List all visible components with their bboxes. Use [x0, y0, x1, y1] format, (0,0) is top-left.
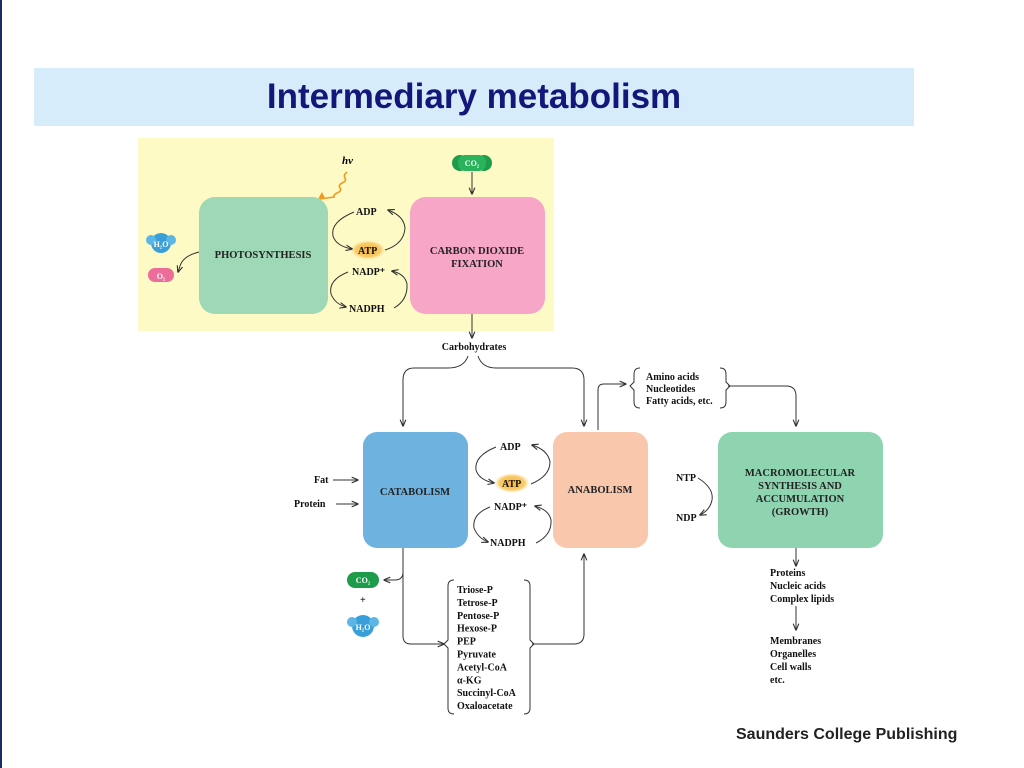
left-edge-rule [0, 0, 2, 768]
photosynthesis-label: PHOTOSYNTHESIS [215, 250, 312, 261]
catabolism-label: CATABOLISM [380, 487, 450, 498]
atp-middle-glow [494, 473, 530, 493]
o2-label: O₂ [157, 272, 166, 281]
anabolism-label: ANABOLISM [568, 485, 633, 496]
structure-item-3: etc. [770, 675, 785, 686]
publisher-credit: Saunders College Publishing [736, 726, 958, 743]
atp-top-glow [350, 240, 386, 260]
carbon-fixation-label-2: FIXATION [451, 259, 503, 270]
intermediate-item-6: Acetyl-CoA [457, 662, 508, 673]
precursor-item-0: Amino acids [646, 372, 699, 383]
intermediate-item-1: Tetrose-P [457, 598, 498, 609]
intermediate-item-9: Oxaloacetate [457, 701, 513, 712]
hv-label: hν [342, 155, 353, 167]
atp-middle-label: ATP [502, 479, 521, 490]
intermediate-item-3: Hexose-P [457, 624, 497, 635]
adp-middle-label: ADP [500, 442, 521, 453]
macromolecule-item-2: Complex lipids [770, 594, 834, 605]
macromolecule-item-1: Nucleic acids [770, 581, 826, 592]
macromolecular-box [718, 432, 883, 548]
macromolecular-label-0: MACROMOLECULAR [745, 468, 856, 479]
macromolecular-label-1: SYNTHESIS AND [758, 481, 842, 492]
intermediate-item-0: Triose-P [457, 585, 493, 596]
intermediates-list: Triose-P Tetrose-P Pentose-P Hexose-P PEP Pyr… [457, 585, 517, 712]
intermediate-item-8: Succinyl-CoA [457, 688, 517, 699]
precursor-item-2: Fatty acids, etc. [646, 396, 713, 407]
photosynthesis-box [199, 197, 328, 314]
protein-label: Protein [294, 499, 326, 510]
structure-item-0: Membranes [770, 636, 821, 647]
h2o-top-label: H₂O [154, 240, 169, 249]
wavy-arrow-icon [319, 171, 348, 200]
carbohydrates-label: Carbohydrates [442, 342, 507, 353]
title-band: Intermediary metabolism [34, 68, 914, 126]
nadp-middle-label: NADP⁺ [494, 502, 527, 513]
macromolecule-item-0: Proteins [770, 568, 805, 579]
structure-item-2: Cell walls [770, 662, 811, 673]
precursor-item-1: Nucleotides [646, 384, 696, 395]
intermediate-item-4: PEP [457, 637, 476, 648]
co2-molecule-icon [452, 155, 492, 171]
macromolecular-label-2: ACCUMULATION [756, 494, 845, 505]
fat-label: Fat [314, 475, 329, 486]
wavy-arrow-head [318, 192, 325, 199]
o2-molecule-icon [148, 268, 174, 282]
ndp-label: NDP [676, 513, 697, 524]
nadph-middle-label: NADPH [490, 538, 526, 549]
intermediate-item-7: α-KG [457, 675, 482, 686]
macromolecular-label-3: (GROWTH) [772, 507, 829, 518]
co2-bottom-label: CO₂ [356, 576, 371, 585]
nadp-top-label: NADP⁺ [352, 267, 385, 278]
catabolism-box [363, 432, 468, 548]
structure-item-1: Organelles [770, 649, 816, 660]
h2o-bottom-label: H₂O [356, 623, 371, 632]
intermediate-item-5: Pyruvate [457, 650, 496, 661]
h2o-molecule-icon [347, 615, 379, 637]
plus-label: + [360, 595, 366, 606]
nadph-top-label: NADPH [349, 304, 385, 315]
page-title: Intermediary metabolism [266, 77, 682, 116]
ntp-label: NTP [676, 473, 696, 484]
adp-top-label: ADP [356, 207, 377, 218]
h2o-molecule-icon [146, 233, 176, 253]
carbon-fixation-label-1: CARBON DIOXIDE [430, 246, 524, 257]
co2-top-label: CO₂ [465, 159, 480, 168]
carbon-fixation-box [410, 197, 545, 314]
intermediate-item-2: Pentose-P [457, 611, 499, 622]
co2-molecule-icon [347, 572, 379, 588]
atp-top-label: ATP [358, 246, 377, 257]
anabolism-box [553, 432, 648, 548]
